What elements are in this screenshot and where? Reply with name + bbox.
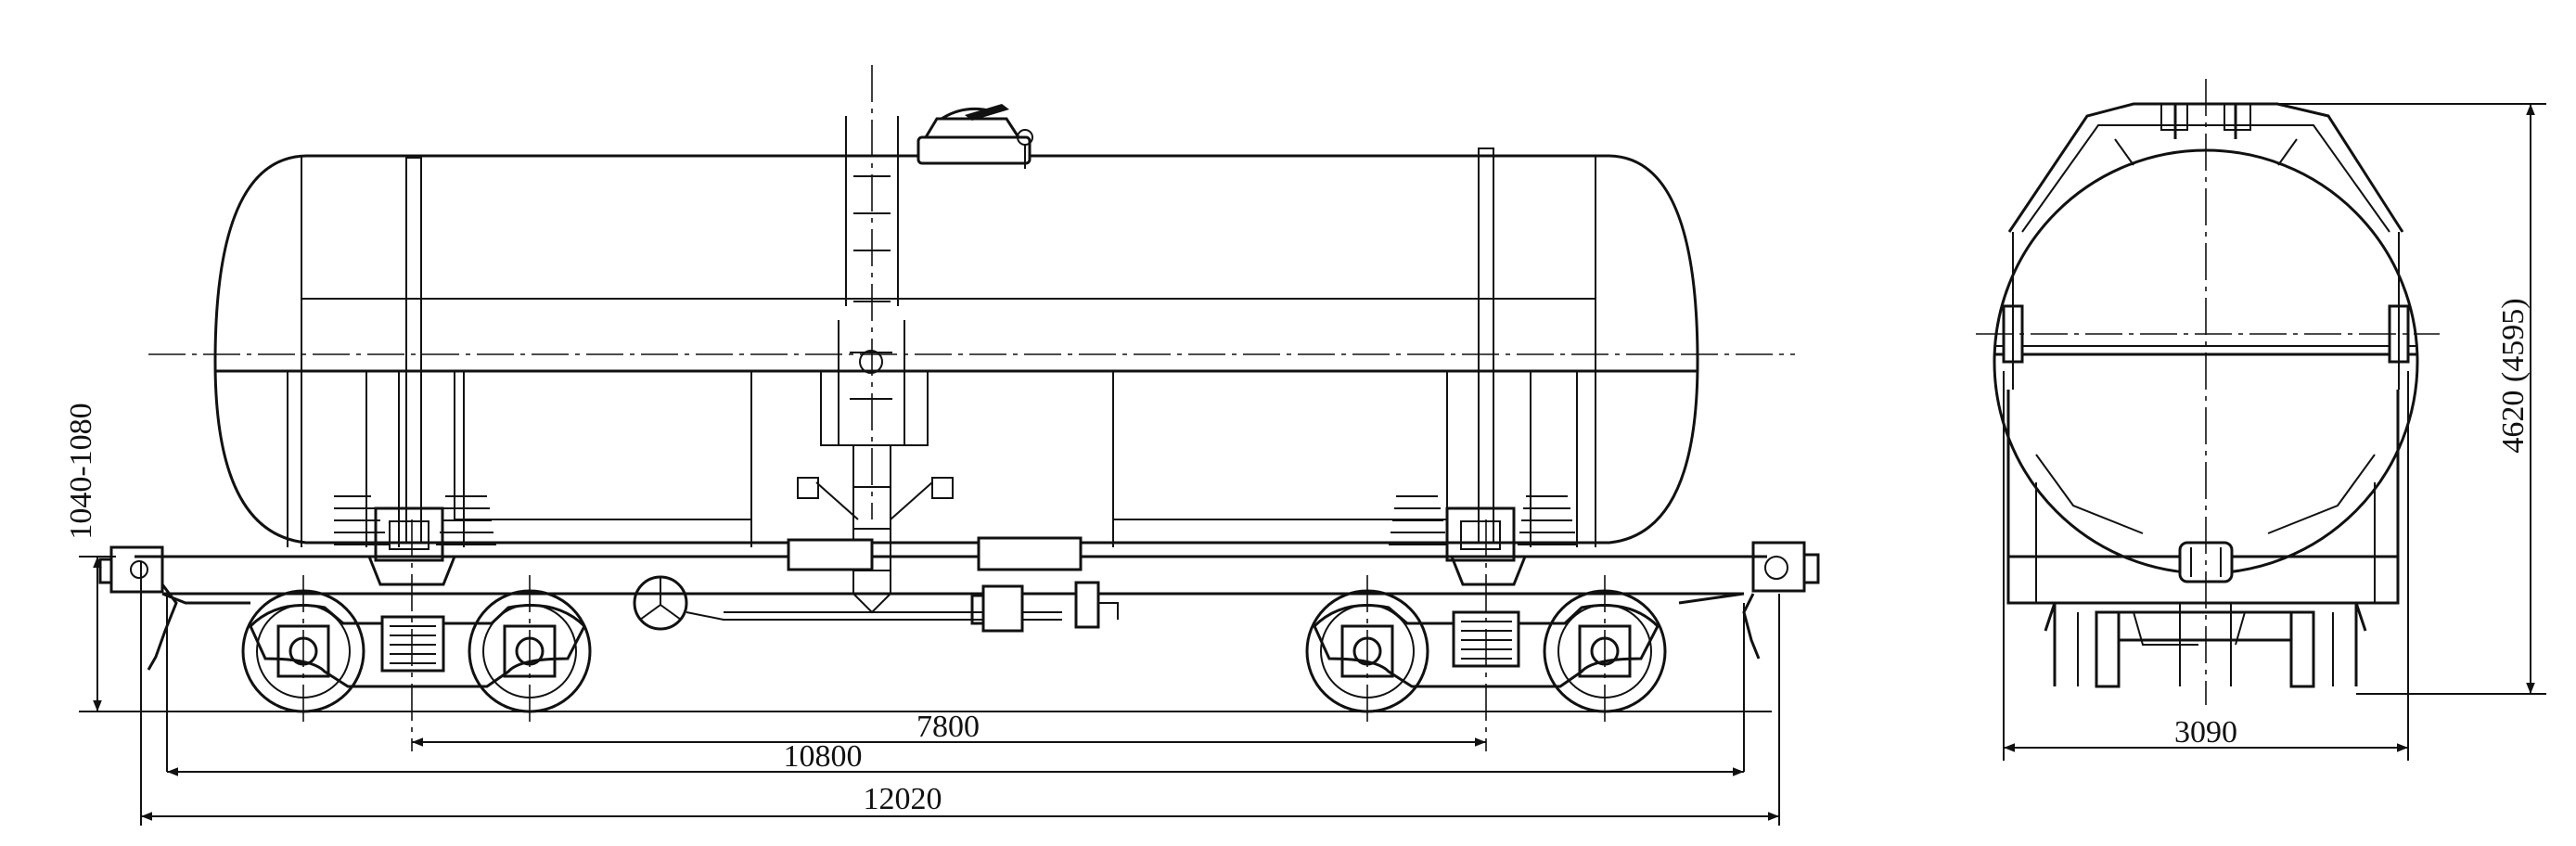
tank-straps — [405, 147, 1494, 544]
dim-bogie-centers: 7800 — [916, 710, 980, 744]
side-view: 7800 10800 12020 1040-1080 — [64, 65, 1820, 826]
bogie-right — [1305, 556, 1667, 713]
coupler-left — [98, 545, 178, 671]
bogie-left — [241, 556, 592, 713]
saddle-right — [1389, 495, 1577, 562]
dim-coupler-length: 10800 — [784, 739, 863, 774]
dimension-lines — [79, 556, 1780, 826]
dim-overall-width: 3090 — [2174, 715, 2237, 750]
dim-coupler-height: 1040-1080 — [64, 403, 98, 539]
ladder — [797, 116, 954, 614]
dim-overall-height: 4620 (4595) — [2496, 298, 2531, 453]
saddle-left — [334, 495, 496, 562]
end-view: 4620 (4595) 3090 — [1976, 79, 2546, 761]
dim-overall-length: 12020 — [864, 782, 942, 816]
center-lines — [148, 65, 1795, 751]
tank-barrel — [213, 154, 1699, 547]
end-dimension-lines — [2003, 103, 2546, 761]
coupler-right — [1742, 541, 1820, 660]
dome-manhole — [916, 104, 1033, 169]
